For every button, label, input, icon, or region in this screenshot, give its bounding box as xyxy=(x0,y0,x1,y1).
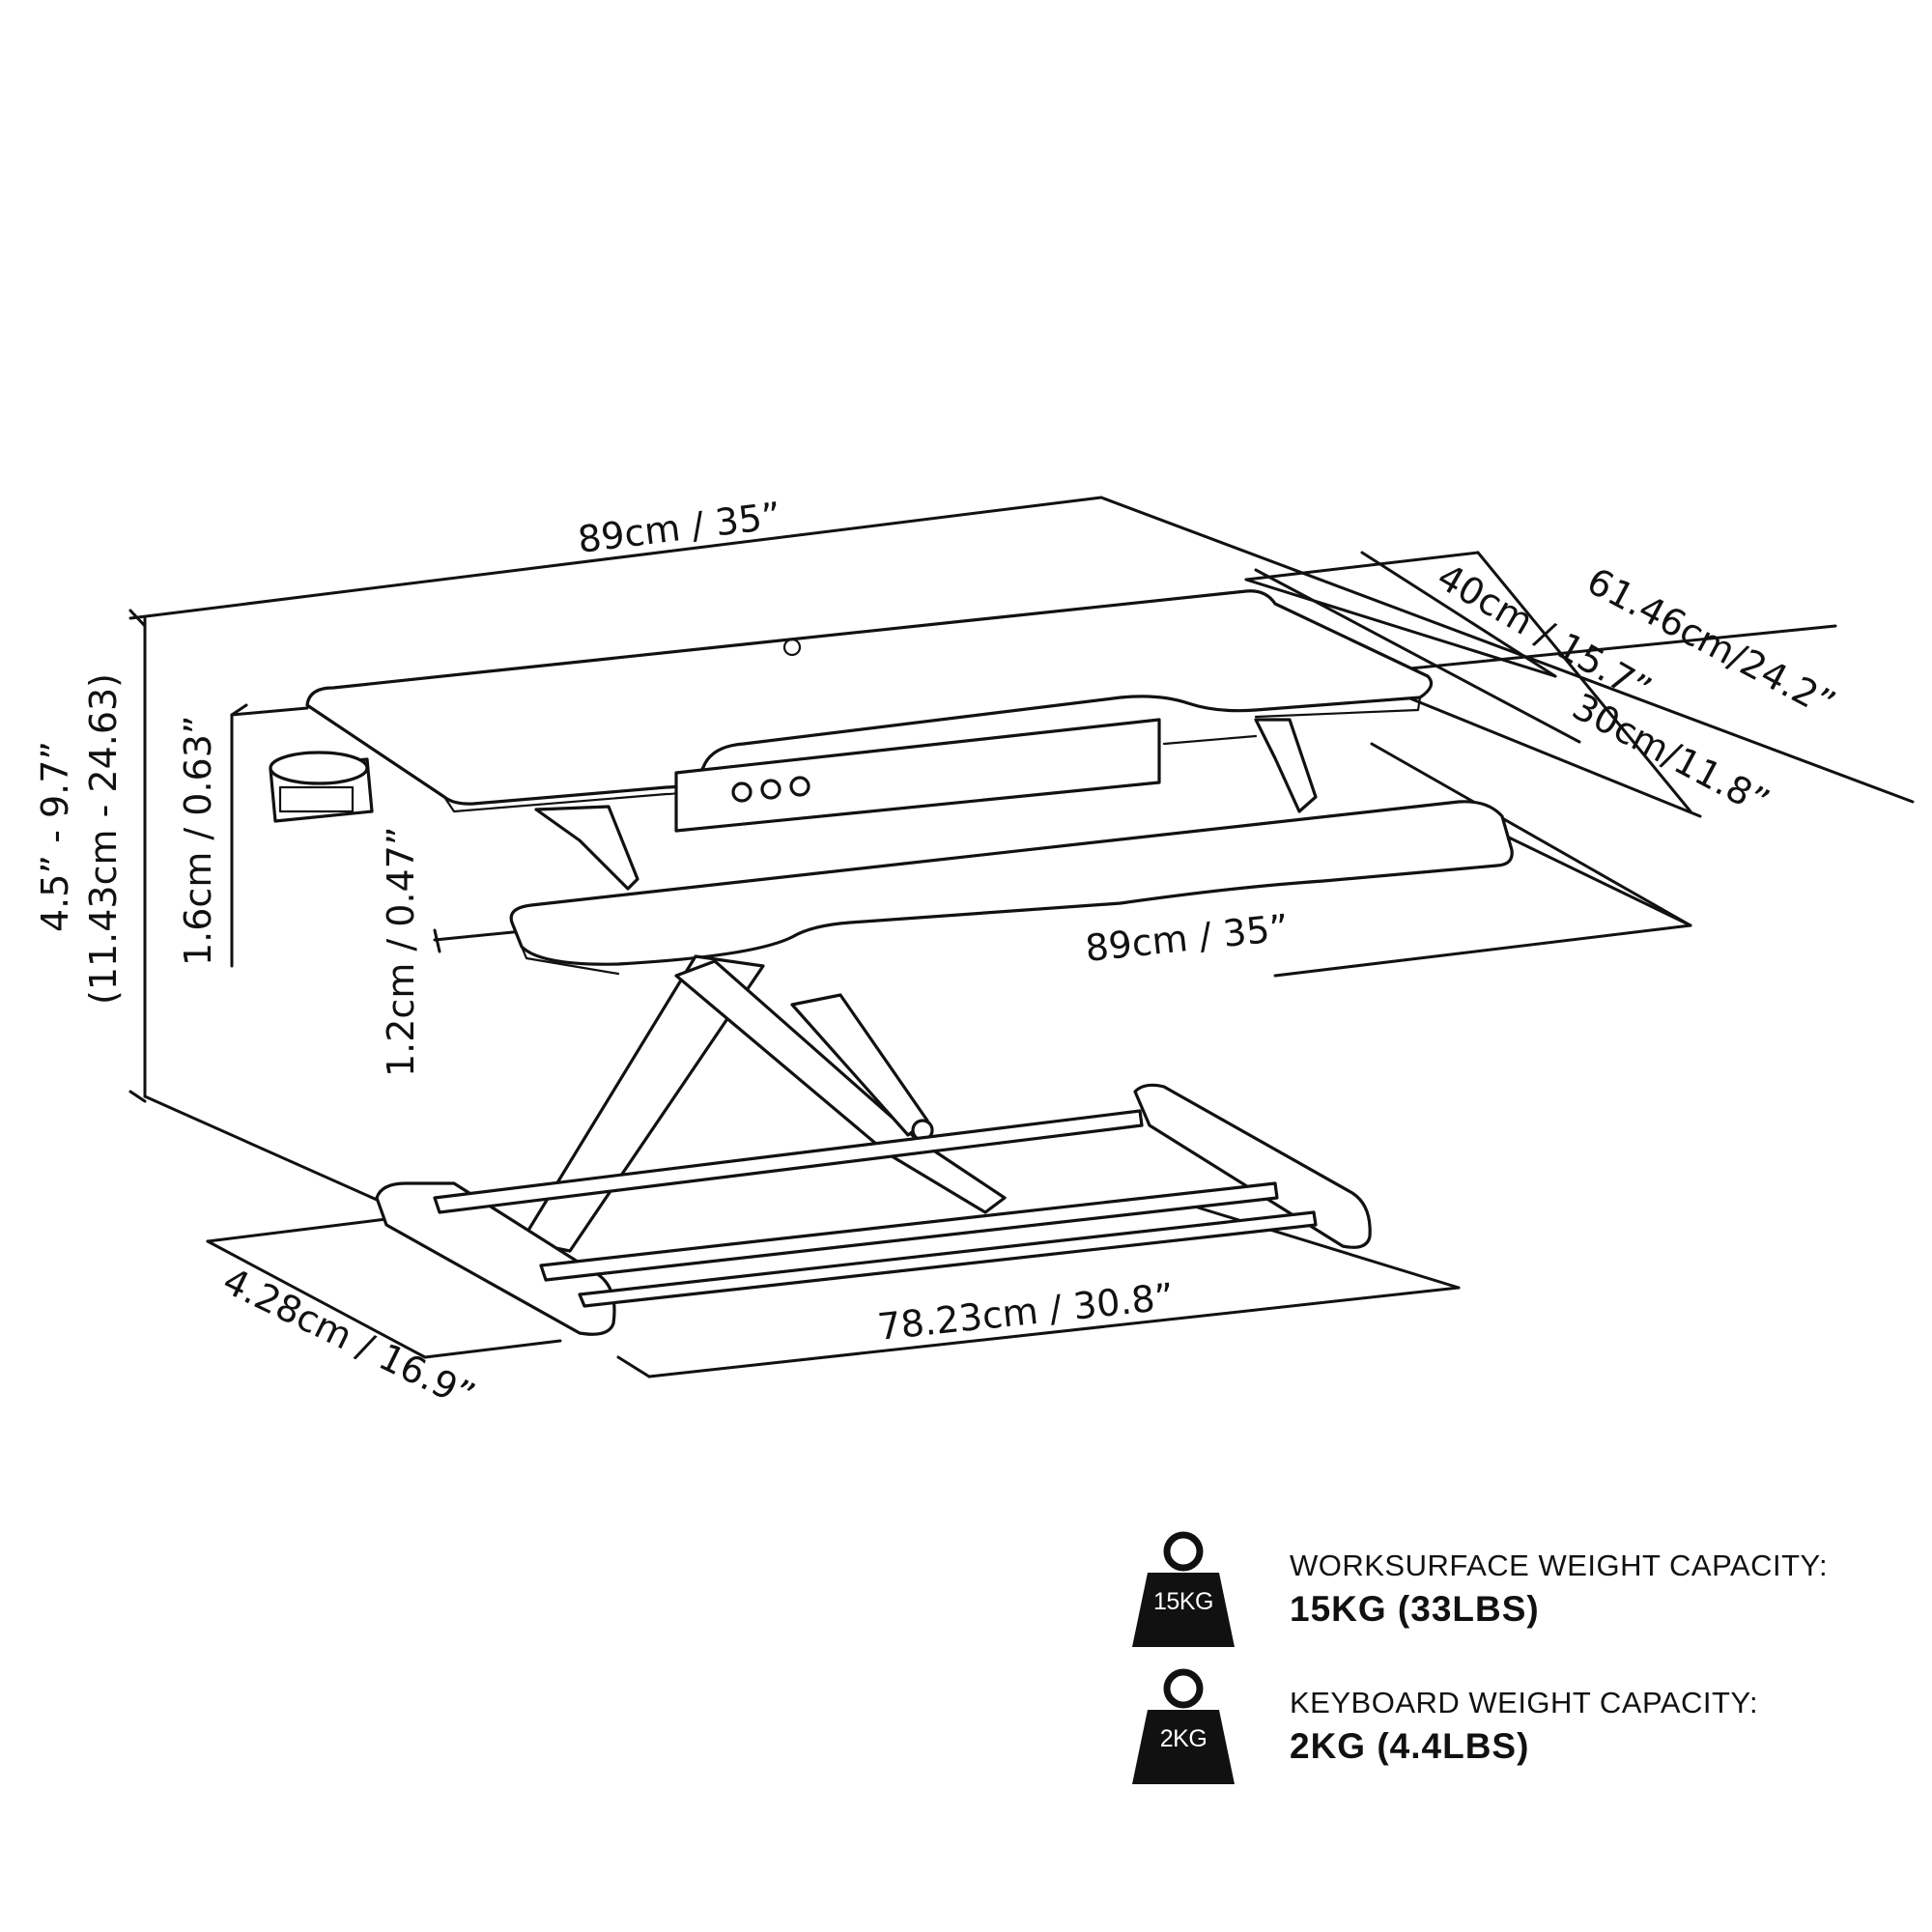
weight-icon: 2KG xyxy=(1130,1663,1236,1789)
cup-holder xyxy=(269,751,374,823)
weight-badge: 2KG xyxy=(1159,1725,1208,1752)
worksurface xyxy=(305,589,1434,891)
capacity-title: KEYBOARD WEIGHT CAPACITY: xyxy=(1290,1686,1759,1719)
height-range-in-label: 4.5” - 9.7” xyxy=(34,741,76,932)
base-depth-label: 4.28cm / 16.9” xyxy=(216,1260,481,1418)
keyboard-tray xyxy=(509,800,1514,976)
weight-badge: 15KG xyxy=(1153,1588,1213,1615)
worksurface-thickness-label: 1.6cm / 0.63” xyxy=(177,715,219,966)
base-frame xyxy=(375,1083,1372,1336)
keyboard-capacity: 2KG KEYBOARD WEIGHT CAPACITY: 2KG (4.4LB… xyxy=(1130,1663,1758,1789)
capacity-value: 2KG (4.4LBS) xyxy=(1290,1726,1530,1766)
height-range-cm-label: (11.43cm - 24.63) xyxy=(82,673,125,1005)
base-width-label: 78.23cm / 30.8” xyxy=(875,1275,1176,1349)
keyboard-width-label: 89cm / 35” xyxy=(1083,906,1291,970)
capacity-title: WORKSURFACE WEIGHT CAPACITY: xyxy=(1290,1548,1829,1582)
keyboard-thickness-label: 1.2cm / 0.47” xyxy=(380,826,422,1077)
capacity-value: 15KG (33LBS) xyxy=(1290,1589,1540,1629)
scissor-lift xyxy=(520,954,1007,1253)
worksurface-capacity: 15KG WORKSURFACE WEIGHT CAPACITY: 15KG (… xyxy=(1130,1526,1828,1652)
weight-icon: 15KG xyxy=(1130,1526,1236,1652)
